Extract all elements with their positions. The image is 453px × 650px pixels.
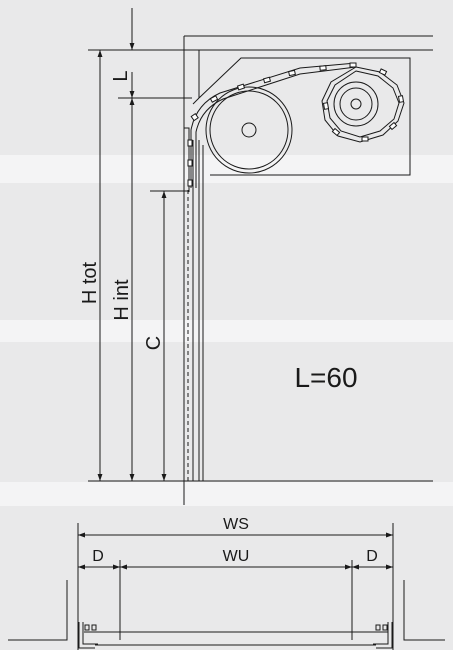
label-h-int: H int [111,279,133,321]
curtain-plan [95,631,376,646]
slat-chain [190,62,357,188]
label-l: L [110,70,132,81]
slat-links [187,62,405,187]
slat-coil [321,66,405,143]
guide-profile-left [78,622,100,649]
dim-line-wu [119,560,353,640]
guide-rail [184,127,204,481]
label-spec: L=60 [294,362,357,393]
label-h-tot: H tot [79,261,101,304]
roller-housing [183,35,433,505]
wall-outline [8,580,445,641]
reference-lines [88,49,433,482]
dim-line-ws [77,523,394,650]
label-wu: WU [223,548,250,565]
label-c: C [143,336,165,350]
label-d-right: D [366,548,378,565]
guide-profile-right [371,622,393,649]
label-d-left: D [92,548,104,565]
label-ws: WS [223,516,249,533]
